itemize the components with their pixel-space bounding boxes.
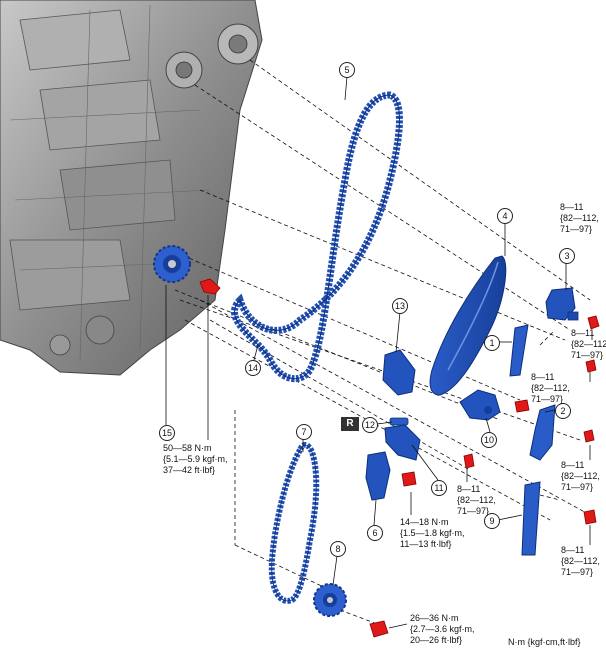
crank-sprocket [153, 245, 191, 283]
tensioner-arm-13 [382, 349, 416, 396]
oil-pump-sprocket [313, 583, 347, 617]
callout-13: 13 [392, 298, 408, 314]
callout-4: 4 [497, 208, 513, 224]
torque-label-bolt-3: 8—11 {82—112, 71—97} [571, 328, 606, 360]
oil-pump-chain [268, 442, 320, 604]
tensioner-11 [384, 424, 421, 461]
torque-label-bolt-1: 8—11 {82—112, 71—97} [531, 372, 570, 404]
torque-label-bolt-11: 8—11 {82—112, 71—97} [457, 484, 496, 516]
solid-leader-lines [165, 75, 593, 629]
oil-pump-chain-guide-10 [459, 389, 501, 421]
torque-label-bolt-9: 8—11 {82—112, 71—97} [561, 545, 600, 577]
callout-11: 11 [431, 480, 447, 496]
units-note: N·m {kgf·cm,ft·lbf} [508, 637, 581, 647]
callout-8: 8 [330, 541, 346, 557]
torque-label-bolt-8: 26—36 N·m {2.7—3.6 kgf·m, 20—26 ft·lbf} [410, 613, 475, 645]
callout-3: 3 [559, 248, 575, 264]
reuse-mark-badge: R [341, 417, 359, 431]
callout-9: 9 [484, 513, 500, 529]
callout-2: 2 [555, 403, 571, 419]
torque-label-bolt-15: 50—58 N·m {5.1—5.9 kgf·m, 37—42 ft·lbf} [163, 443, 228, 475]
upper-timing-chain [231, 91, 403, 383]
callout-1: 1 [484, 335, 500, 351]
callout-5: 5 [339, 62, 355, 78]
callout-12: 12 [362, 417, 378, 433]
chain-guide-2 [529, 404, 556, 461]
chain-tensioner-3 [545, 287, 579, 321]
torque-label-top-right: 8—11 {82—112, 71—97} [560, 202, 599, 234]
chain-guide-4 [429, 255, 507, 396]
pin-12 [389, 417, 409, 426]
callout-10: 10 [481, 432, 497, 448]
red-bolt-icon [199, 278, 600, 638]
chain-guide-9 [521, 481, 541, 556]
callout-7: 7 [296, 424, 312, 440]
torque-label-bolt-2: 8—11 {82—112, 71—97} [561, 460, 600, 492]
tensioner-arm-6 [365, 451, 391, 501]
torque-label-bolt-6: 14—18 N·m {1.5—1.8 kgf·m, 11—13 ft·lbf} [400, 517, 465, 549]
callout-15: 15 [159, 425, 175, 441]
callout-6: 6 [367, 525, 383, 541]
chain-guide-1 [509, 324, 529, 377]
engine-block-illustration [0, 0, 263, 376]
callout-14: 14 [245, 360, 261, 376]
